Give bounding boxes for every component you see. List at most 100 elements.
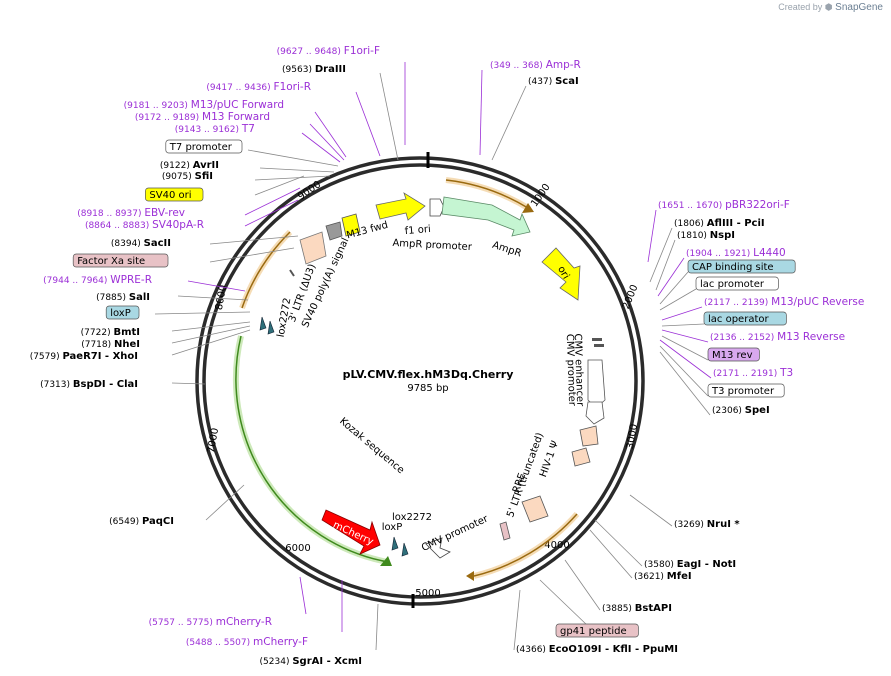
leader-line: [171, 325, 251, 344]
leader-line: [491, 85, 527, 161]
site-label-text: lac operator: [708, 314, 769, 325]
site-label[interactable]: T3 promoter: [707, 383, 785, 398]
3ltr-box: [299, 231, 327, 265]
arc-green-orf: [235, 335, 389, 563]
site-labels: (9627 .. 9648) F1ori-F (9563) DraIII (9417…: [30, 45, 865, 667]
site-label-text: (7722) BmtI: [81, 327, 140, 338]
hiv-psi-box: [571, 447, 591, 467]
site-label[interactable]: (7313) BspDI - ClaI: [40, 379, 138, 390]
arc-amp-arrowhead: [522, 203, 534, 213]
site-label[interactable]: CAP binding site: [687, 259, 796, 274]
site-label[interactable]: (3885) BstAPI: [602, 603, 672, 614]
leader-line: [513, 589, 521, 651]
site-label[interactable]: (3269) NruI *: [674, 519, 740, 530]
site-label-text: (9181 .. 9203) M13/pUC Forward: [124, 99, 284, 111]
site-label-text: (9172 .. 9189) M13 Forward: [135, 111, 270, 123]
site-label-box: [555, 623, 639, 638]
leader-line: [539, 579, 589, 627]
mcherry-arrow: [321, 509, 381, 555]
site-label[interactable]: (349 .. 368) Amp-R: [490, 59, 581, 71]
site-label-text: gp41 peptide: [560, 626, 627, 637]
site-label[interactable]: (5757 .. 5775) mCherry-R: [149, 616, 272, 628]
leader-line: [187, 280, 246, 292]
leader-line: [301, 132, 341, 163]
arc-green-arrowhead: [380, 556, 392, 566]
leader-line: [244, 187, 301, 216]
site-label-text: (9122) AvrII: [160, 160, 219, 171]
site-label[interactable]: (3621) MfeI: [634, 571, 692, 582]
leader-line: [355, 91, 381, 157]
lox-site-marker: [267, 320, 275, 335]
leader-line: [657, 257, 685, 297]
site-label[interactable]: (2136 .. 2152) M13 Reverse: [710, 331, 845, 343]
site-label[interactable]: (437) ScaI: [528, 76, 579, 87]
site-label[interactable]: (3580) EagI - NotI: [644, 559, 736, 570]
site-label-text: (3580) EagI - NotI: [644, 559, 736, 570]
site-label[interactable]: (7722) BmtI: [81, 327, 140, 338]
site-label-text: (437) ScaI: [528, 76, 579, 87]
site-label[interactable]: (4366) EcoO109I - KflI - PpuMI: [516, 644, 678, 655]
plasmid-name: pLV.CMV.flex.hM3Dq.Cherry: [343, 368, 514, 381]
site-label-text: (2171 .. 2191) T3: [713, 367, 793, 379]
leader-line: [254, 175, 331, 181]
site-label[interactable]: (9627 .. 9648) F1ori-F: [277, 45, 380, 57]
site-label[interactable]: (1810) NspI: [677, 230, 735, 241]
site-label-text: M13 rev: [712, 350, 753, 361]
site-label[interactable]: (5234) SgrAI - XcmI: [260, 656, 362, 667]
site-label-box: [703, 311, 787, 326]
feature-glyphs: [259, 192, 606, 559]
site-label[interactable]: (9417 .. 9436) F1ori-R: [206, 81, 311, 93]
leader-line: [177, 295, 249, 301]
site-label[interactable]: (1806) AflIII - PciI: [674, 218, 765, 229]
tick-label-3000: 3000: [625, 423, 640, 450]
site-label-text: (9143 .. 9162) T7: [175, 123, 255, 135]
site-label-text: (9417 .. 9436) F1ori-R: [206, 81, 311, 93]
site-label[interactable]: (7944 .. 7964) WPRE-R: [43, 274, 152, 286]
site-label[interactable]: (2306) SpeI: [712, 405, 770, 416]
site-label[interactable]: (5488 .. 5507) mCherry-F: [186, 636, 308, 648]
site-label[interactable]: (8394) SacII: [111, 238, 171, 249]
site-label-text: (9563) DraIII: [282, 64, 346, 75]
site-label[interactable]: (9075) SfiI: [162, 171, 213, 182]
site-label[interactable]: (8918 .. 8937) EBV-rev: [77, 207, 185, 219]
site-label[interactable]: (9181 .. 9203) M13/pUC Forward: [124, 99, 284, 111]
site-label[interactable]: (7718) NheI: [81, 339, 140, 350]
leader-line: [375, 603, 379, 651]
site-label[interactable]: (9563) DraIII: [282, 64, 346, 75]
tick-label-4000: 4000: [544, 540, 569, 551]
site-label[interactable]: (9122) AvrII: [160, 160, 219, 171]
site-label[interactable]: (1651 .. 1670) pBR322ori-F: [658, 199, 790, 211]
leader-line: [564, 559, 601, 611]
site-label-text: (8918 .. 8937) EBV-rev: [77, 207, 185, 219]
feature-label: CMV enhancer: [572, 333, 586, 407]
sv40-ori-box: [341, 213, 361, 237]
credit-prefix: Created by: [778, 2, 823, 12]
cmv-promoter2-arrow: [425, 537, 451, 559]
site-label-text: (5234) SgrAI - XcmI: [260, 656, 362, 667]
site-label-text: (7313) BspDI - ClaI: [40, 379, 138, 390]
site-label[interactable]: (2171 .. 2191) T3: [713, 367, 793, 379]
site-label[interactable]: (8864 .. 8883) SV40pA-R: [85, 219, 204, 231]
site-label[interactable]: (6549) PaqCI: [109, 516, 174, 527]
site-label-text: loxP: [110, 308, 131, 319]
site-label[interactable]: lac promoter: [695, 276, 779, 291]
leader-line: [309, 123, 345, 161]
site-label[interactable]: (1904 .. 1921) L4440: [686, 247, 786, 259]
site-label[interactable]: (7885) SalI: [96, 292, 150, 303]
site-label[interactable]: (2117 .. 2139) M13/pUC Reverse: [704, 296, 864, 308]
site-label[interactable]: (9143 .. 9162) T7: [175, 123, 255, 135]
site-label[interactable]: (9172 .. 9189) M13 Forward: [135, 111, 270, 123]
site-label[interactable]: T7 promoter: [165, 139, 243, 154]
site-label[interactable]: gp41 peptide: [555, 623, 639, 638]
site-label-text: T7 promoter: [169, 142, 233, 153]
site-label[interactable]: Factor Xa site: [72, 253, 169, 268]
site-label[interactable]: SV40 ori: [145, 187, 204, 202]
site-label[interactable]: lac operator: [703, 311, 787, 326]
site-label-text: (3269) NruI *: [674, 519, 740, 530]
site-label[interactable]: loxP: [105, 305, 140, 320]
leader-line: [479, 69, 483, 156]
site-label-text: (3621) MfeI: [634, 571, 692, 582]
leader-line: [659, 271, 689, 305]
site-label[interactable]: (7579) PaeR7I - XhoI: [30, 351, 138, 362]
site-label[interactable]: M13 rev: [707, 347, 760, 362]
